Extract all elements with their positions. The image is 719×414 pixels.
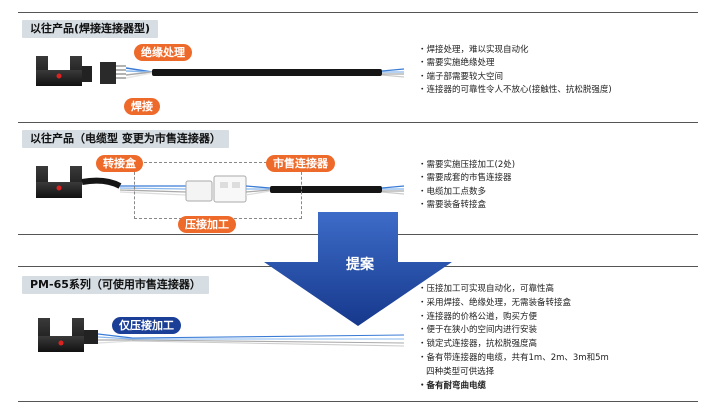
callout-relay-box: 转接盒: [96, 155, 143, 172]
cable-2: [81, 177, 187, 196]
section-divider: [18, 401, 698, 402]
callout-crimp-only: 仅压接加工: [112, 317, 181, 334]
list-item: ・便于在狭小的空间内进行安装: [418, 325, 538, 336]
solder-connector: [100, 62, 126, 84]
callout-commercial-connector: 市售连接器: [266, 155, 335, 172]
list-item: ・需要装备转接盒: [418, 200, 487, 211]
section-3-bullets: ・压接加工可实现自动化，可靠性高 ・采用焊接、绝缘处理，无需装备转接盒 ・连接器…: [418, 283, 609, 393]
callout-crimping: 压接加工: [178, 216, 236, 233]
list-item: ・需要实施压接加工(2处): [418, 160, 516, 170]
list-item: ・需要实施绝缘处理: [418, 58, 495, 69]
section-1-bullets: ・焊接处理，难以实现自动化 ・需要实施绝缘处理 ・端子部需要较大空间 ・连接器的…: [418, 44, 612, 98]
list-item: ・备有带连接器的电缆，共有1m、2m、3m和5m: [418, 352, 609, 363]
list-item: ・端子部需要较大空间: [418, 71, 504, 82]
list-item: ・压接加工可实现自动化，可靠性高: [418, 284, 555, 294]
proposal-arrow: [264, 212, 452, 326]
list-item: ・备有耐弯曲电缆: [418, 380, 487, 391]
cable-1: [125, 67, 405, 79]
list-item: ・连接器的可靠性令人不放心(接触性、抗松脱强度): [418, 85, 612, 96]
sensor-3: [38, 318, 98, 352]
callout-insulation: 绝缘处理: [134, 44, 192, 61]
section-2-header: 以往产品（电缆型 变更为市售连接器）: [22, 130, 229, 148]
cable-3: [97, 333, 405, 347]
section-1-header: 以往产品(焊接连接器型): [22, 20, 159, 38]
list-item: ・连接器的价格公道，购买方便: [418, 311, 538, 322]
sensor-2: [36, 166, 82, 198]
cable-2b: [245, 185, 405, 196]
section-3-header: PM-65系列（可使用市售连接器）: [22, 276, 209, 294]
list-item: ・锁定式连接器，抗松脱强度高: [418, 339, 538, 350]
list-item: 四种类型可供选择: [418, 366, 495, 377]
section-divider: [18, 122, 698, 123]
sensor-1: [36, 56, 92, 86]
list-item: ・焊接处理，难以实现自动化: [418, 45, 529, 55]
section-divider: [18, 12, 698, 13]
proposal-label: 提案: [346, 257, 374, 273]
section-2-bullets: ・需要实施压接加工(2处) ・需要成套的市售连接器 ・电缆加工点数多 ・需要装备…: [418, 159, 515, 213]
list-item: ・需要成套的市售连接器: [418, 173, 512, 184]
list-item: ・电缆加工点数多: [418, 186, 487, 197]
callout-soldering: 焊接: [124, 98, 160, 115]
list-item: ・采用焊接、绝缘处理，无需装备转接盒: [418, 297, 572, 308]
